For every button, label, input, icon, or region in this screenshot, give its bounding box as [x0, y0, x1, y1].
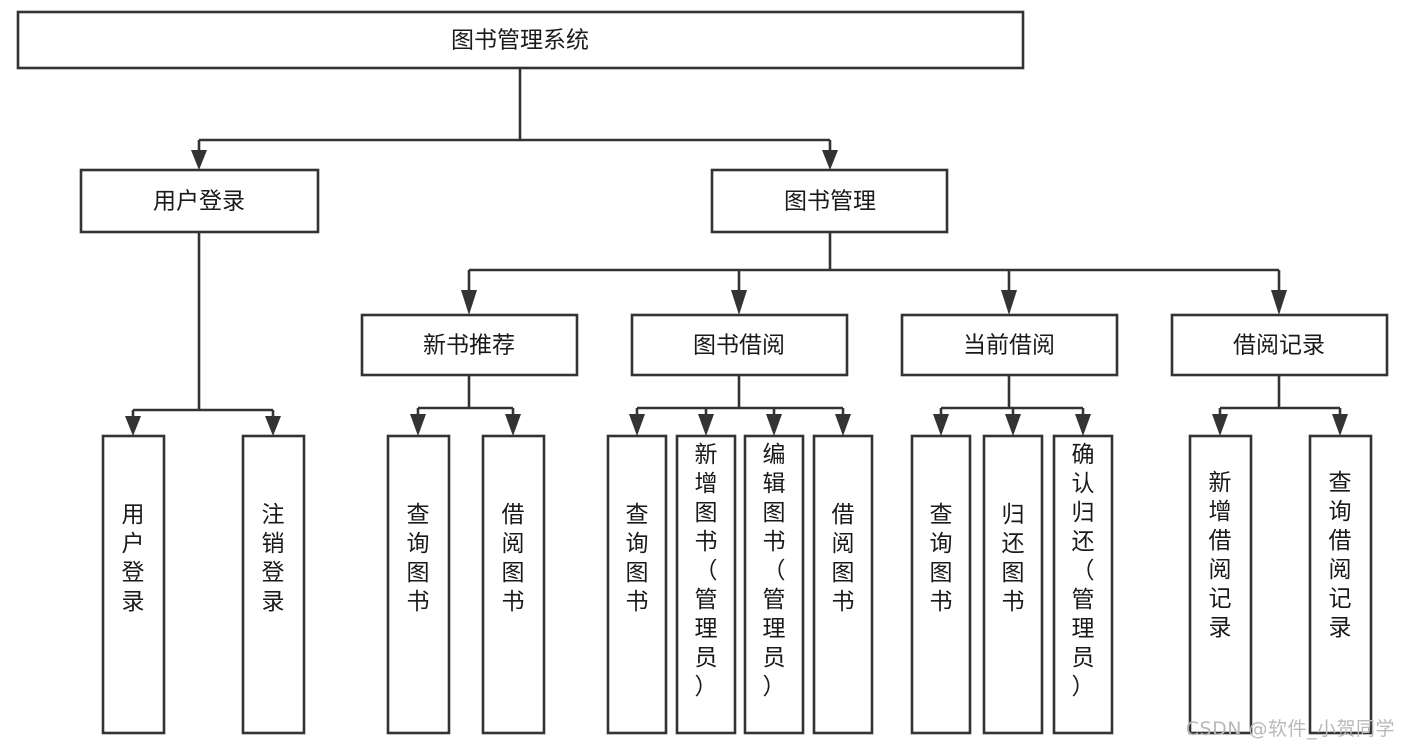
connector-group-new-book-rec — [410, 375, 521, 436]
arrow-head-leaf-query-book-1 — [410, 414, 426, 436]
node-new-book-rec-box[interactable] — [360, 313, 579, 377]
node-leaf-query-record[interactable]: 查询借阅记录 — [1308, 434, 1373, 735]
node-root[interactable]: 图书管理系统 — [16, 10, 1025, 70]
node-current-borrow-box[interactable] — [900, 313, 1119, 377]
node-new-book-rec[interactable]: 新书推荐 — [360, 313, 579, 377]
arrow-head-new-book-rec — [461, 290, 477, 315]
connector-group-user-login — [125, 232, 281, 436]
node-leaf-query-book-2-box[interactable] — [606, 434, 668, 735]
node-leaf-confirm-return[interactable]: 确认归还（管理员） — [1052, 434, 1114, 735]
node-leaf-return-book-box[interactable] — [982, 434, 1044, 735]
node-borrow-record-label: 借阅记录 — [1233, 333, 1325, 359]
node-leaf-query-book-3[interactable]: 查询图书 — [910, 434, 972, 735]
arrow-head-current-borrow — [1001, 290, 1017, 315]
node-leaf-borrow-book-2-box[interactable] — [812, 434, 874, 735]
node-leaf-edit-book[interactable]: 编辑图书（管理员） — [743, 434, 805, 735]
node-leaf-query-book-3-label: 查询图书 — [930, 502, 953, 615]
node-leaf-return-book-label: 归还图书 — [1002, 502, 1025, 615]
node-book-borrow[interactable]: 图书借阅 — [630, 313, 849, 377]
node-leaf-query-book-2-label: 查询图书 — [626, 502, 649, 615]
node-leaf-query-book-1-box[interactable] — [386, 434, 451, 735]
connector-group-root — [191, 68, 838, 170]
node-leaf-user-login-box[interactable] — [101, 434, 166, 735]
node-leaf-confirm-return-label: 确认归还（管理员） — [1072, 442, 1095, 700]
arrow-head-borrow-record — [1271, 290, 1287, 315]
node-leaf-add-record[interactable]: 新增借阅记录 — [1188, 434, 1253, 735]
node-book-manage-box[interactable] — [710, 168, 949, 234]
node-leaf-confirm-return-box[interactable] — [1052, 434, 1114, 735]
node-leaf-query-book-2[interactable]: 查询图书 — [606, 434, 668, 735]
node-book-borrow-box[interactable] — [630, 313, 849, 377]
node-leaf-query-book-1[interactable]: 查询图书 — [386, 434, 451, 735]
arrow-head-leaf-borrow-book-2 — [835, 414, 851, 436]
arrow-head-book-borrow — [731, 290, 747, 315]
node-user-login-box[interactable] — [79, 168, 320, 234]
arrow-head-leaf-confirm-return — [1075, 414, 1091, 436]
node-root-box[interactable] — [16, 10, 1025, 70]
node-leaf-borrow-book-1[interactable]: 借阅图书 — [481, 434, 546, 735]
node-new-book-rec-label: 新书推荐 — [423, 333, 515, 359]
node-user-login[interactable]: 用户登录 — [79, 168, 320, 234]
arrow-head-leaf-query-book-3 — [933, 414, 949, 436]
node-leaf-borrow-book-2[interactable]: 借阅图书 — [812, 434, 874, 735]
node-borrow-record[interactable]: 借阅记录 — [1170, 313, 1389, 377]
node-leaf-query-record-box[interactable] — [1308, 434, 1373, 735]
arrow-head-leaf-query-record — [1332, 414, 1348, 436]
connector-group-book-borrow — [629, 375, 851, 436]
node-user-login-label: 用户登录 — [153, 189, 245, 215]
arrow-head-leaf-return-book — [1005, 414, 1021, 436]
node-current-borrow[interactable]: 当前借阅 — [900, 313, 1119, 377]
node-leaf-add-book[interactable]: 新增图书（管理员） — [675, 434, 737, 735]
arrow-head-leaf-logout — [265, 416, 281, 436]
arrow-head-leaf-add-record — [1212, 414, 1228, 436]
node-leaf-add-book-label: 新增图书（管理员） — [695, 442, 718, 700]
arrow-head-leaf-add-book — [698, 414, 714, 436]
arrow-head-user-login — [191, 150, 207, 170]
arrow-head-book-manage — [822, 150, 838, 170]
node-leaf-borrow-book-1-label: 借阅图书 — [502, 502, 525, 615]
node-leaf-edit-book-box[interactable] — [743, 434, 805, 735]
node-leaf-user-login[interactable]: 用户登录 — [101, 434, 166, 735]
node-leaf-borrow-book-2-label: 借阅图书 — [832, 502, 855, 615]
node-current-borrow-label: 当前借阅 — [963, 333, 1055, 359]
node-leaf-add-record-box[interactable] — [1188, 434, 1253, 735]
node-leaf-query-book-1-label: 查询图书 — [407, 502, 430, 615]
arrow-head-leaf-user-login — [125, 416, 141, 436]
node-leaf-query-book-3-box[interactable] — [910, 434, 972, 735]
node-leaf-logout[interactable]: 注销登录 — [241, 434, 306, 735]
node-book-borrow-label: 图书借阅 — [693, 333, 785, 359]
node-borrow-record-box[interactable] — [1170, 313, 1389, 377]
node-book-manage-label: 图书管理 — [784, 189, 876, 215]
node-leaf-logout-label: 注销登录 — [262, 502, 285, 615]
node-leaf-borrow-book-1-box[interactable] — [481, 434, 546, 735]
node-leaf-add-record-label: 新增借阅记录 — [1209, 470, 1232, 641]
node-leaf-return-book[interactable]: 归还图书 — [982, 434, 1044, 735]
node-book-manage[interactable]: 图书管理 — [710, 168, 949, 234]
node-leaf-query-record-label: 查询借阅记录 — [1329, 470, 1352, 641]
connector-group-current-borrow — [933, 375, 1091, 436]
arrow-head-leaf-query-book-2 — [629, 414, 645, 436]
node-leaf-edit-book-label: 编辑图书（管理员） — [763, 442, 786, 700]
node-leaf-logout-box[interactable] — [241, 434, 306, 735]
node-leaf-user-login-label: 用户登录 — [122, 502, 145, 615]
arrow-head-leaf-borrow-book-1 — [505, 414, 521, 436]
arrow-head-leaf-edit-book — [766, 414, 782, 436]
node-leaf-add-book-box[interactable] — [675, 434, 737, 735]
connector-group-book-manage — [461, 232, 1287, 315]
connector-group-borrow-record — [1212, 375, 1348, 436]
node-root-label: 图书管理系统 — [451, 28, 589, 54]
